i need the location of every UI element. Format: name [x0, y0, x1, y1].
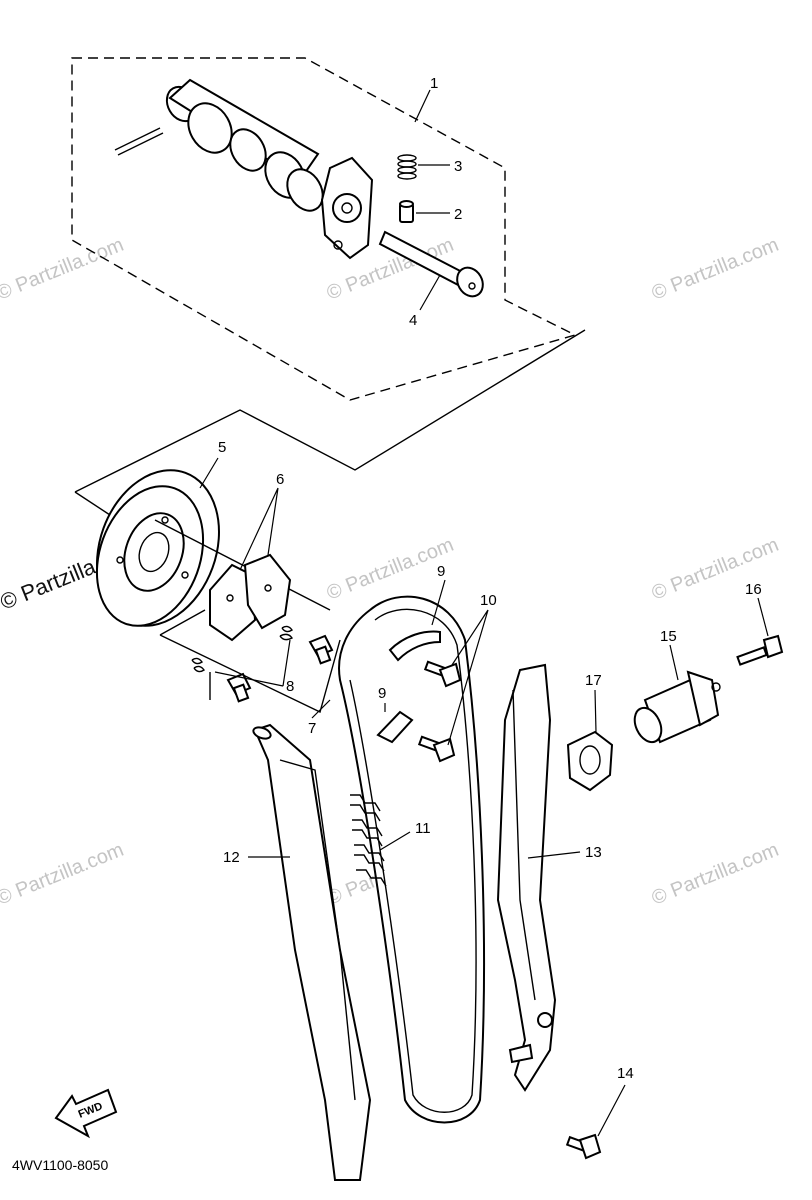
- sprocket-group-outline: [74, 329, 586, 493]
- callout-3: 3: [454, 158, 462, 175]
- diagram-code: 4WV1100-8050: [12, 1157, 108, 1173]
- guide-bolts: [417, 660, 462, 763]
- chain-tensioner: [633, 670, 721, 744]
- watermark: © Partzilla.com: [0, 234, 127, 305]
- callout-6: 6: [276, 471, 284, 488]
- callout-13: 13: [585, 844, 602, 861]
- callout-4: 4: [409, 312, 417, 329]
- pin: [399, 200, 414, 223]
- leader-lines: [199, 89, 769, 1137]
- tensioner-bolt: [736, 634, 784, 666]
- shaft: [378, 230, 484, 298]
- watermark: © Partzilla.com: [649, 839, 782, 910]
- chain-guide-upper: [388, 630, 441, 662]
- springs-and-bolts: [191, 625, 334, 703]
- camshaft: [114, 78, 374, 260]
- camshaft-assembly-outline: [71, 57, 577, 401]
- watermark: © Partzilla.com: [649, 234, 782, 305]
- callout-14: 14: [617, 1065, 634, 1082]
- fwd-arrow-icon: FWD: [54, 1088, 118, 1139]
- callout-16: 16: [745, 581, 762, 598]
- callout-17: 17: [585, 672, 602, 689]
- spring: [397, 154, 417, 180]
- watermark: © Partzilla.com: [649, 534, 782, 605]
- chain-links: [350, 794, 387, 887]
- chain-guide-lower: [376, 710, 414, 744]
- callout-8: 8: [286, 678, 294, 695]
- callout-5: 5: [218, 439, 226, 456]
- callout-7: 7: [308, 720, 316, 737]
- callout-11: 11: [415, 820, 431, 837]
- tensioner-gasket: [566, 730, 614, 792]
- guide-pivot-bolt: [565, 1133, 602, 1160]
- chain-guide-fixed: [496, 663, 557, 1092]
- callout-15: 15: [660, 628, 677, 645]
- sprocket-group-outline: [74, 491, 111, 516]
- callout-10: 10: [480, 592, 497, 609]
- watermark: © Partzilla.com: [0, 839, 127, 910]
- callout-12: 12: [223, 849, 240, 866]
- bracket-outline: [159, 609, 341, 713]
- timing-chain: [338, 595, 486, 1124]
- callout-2: 2: [454, 206, 462, 223]
- callout-9b: 9: [378, 685, 386, 702]
- decompression-plates: [209, 553, 292, 642]
- tensioner-guide: [253, 723, 372, 1181]
- callout-9a: 9: [437, 563, 445, 580]
- callout-1: 1: [430, 75, 438, 92]
- cam-sprocket: [95, 469, 220, 627]
